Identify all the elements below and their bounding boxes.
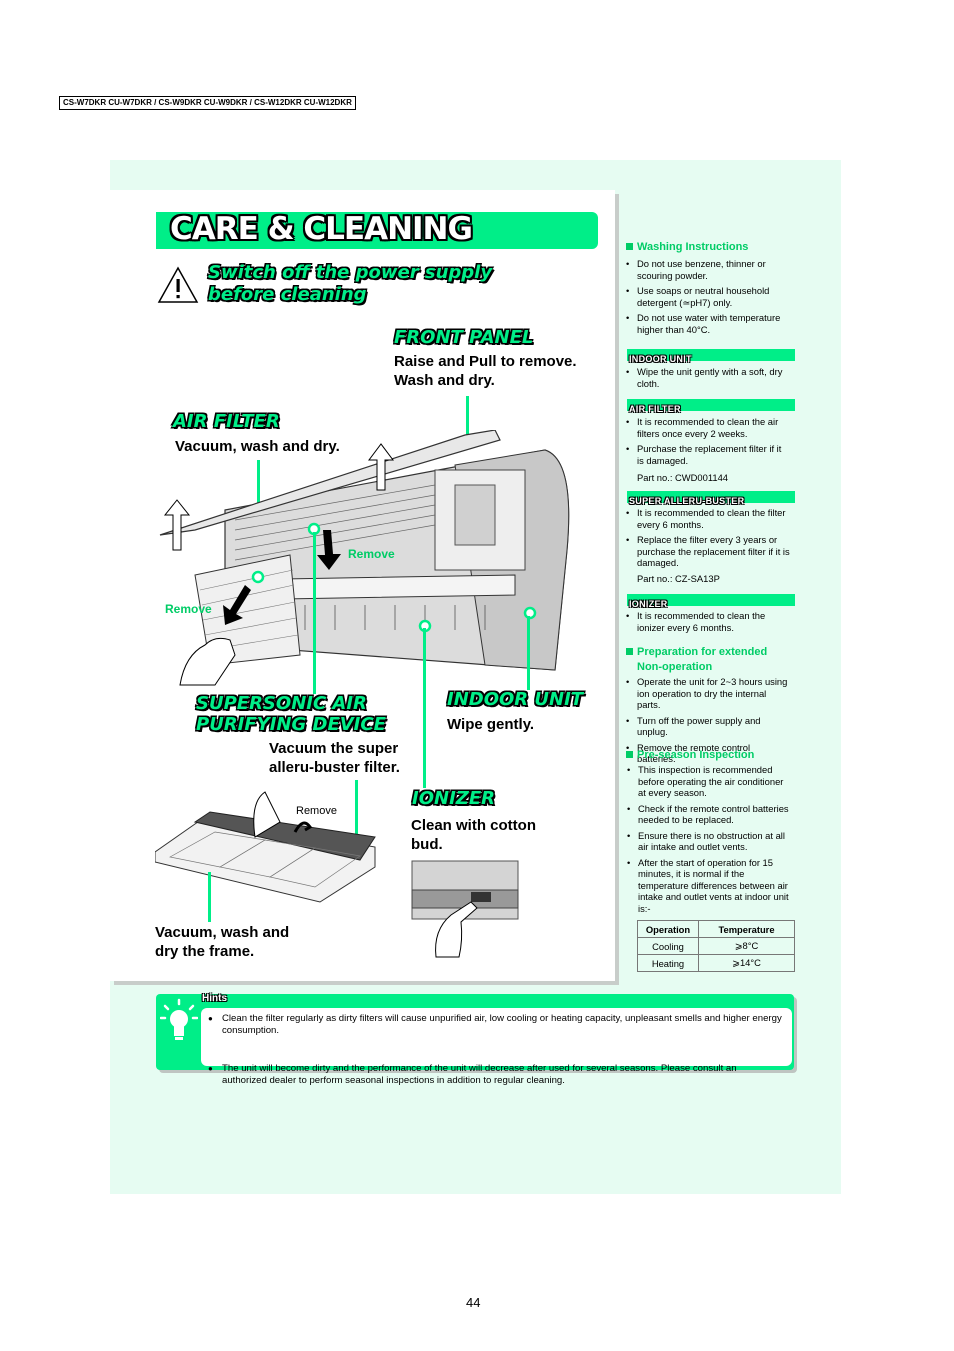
list-item: After the start of operation for 15 minu… <box>625 857 790 915</box>
indoor-unit-title: INDOOR UNIT <box>447 689 584 710</box>
lightbulb-icon <box>160 998 198 1040</box>
indoor-unit-text: Wipe gently. <box>447 716 535 733</box>
preseason-heading: Pre-season Inspection <box>626 748 754 762</box>
air-filter-text: Vacuum, wash and dry. <box>175 438 340 455</box>
table-row: Heating ⩾14°C <box>637 954 795 972</box>
prep-title-line1: Preparation for extended <box>637 646 768 658</box>
ionizer-illustration <box>411 860 519 958</box>
table-row: Cooling ⩾8°C <box>637 937 795 955</box>
prep-list: Operate the unit for 2~3 hours using ion… <box>624 676 790 769</box>
front-panel-line2: Wash and dry. <box>394 372 495 389</box>
indoor-bar-title: INDOOR UNIT <box>629 354 692 364</box>
preseason-list: This inspection is recommended before op… <box>625 764 790 918</box>
list-item: Purchase the replacement filter if it is… <box>624 443 790 466</box>
remove-label-frame: Remove <box>296 805 337 817</box>
warning-line2: before cleaning <box>208 284 367 305</box>
ionizer-list: It is recommended to clean the ionizer e… <box>624 610 790 637</box>
list-item: It is recommended to clean the ionizer e… <box>624 610 790 633</box>
frame-line2: dry the frame. <box>155 943 255 960</box>
ionizer-pointer <box>423 628 426 788</box>
alleru-part-no: Part no.: CZ-SA13P <box>637 573 720 584</box>
ionizer-line2: bud. <box>411 836 443 853</box>
alleru-list: It is recommended to clean the filter ev… <box>624 507 790 573</box>
bullet-square-icon <box>626 243 633 250</box>
list-item: Turn off the power supply and unplug. <box>624 715 790 738</box>
washing-title: Washing Instructions <box>637 241 749 253</box>
purifier-filter-illustration <box>155 791 376 903</box>
ionizer-title: IONIZER <box>412 788 495 809</box>
table-header: Operation <box>637 920 699 938</box>
front-panel-pointer <box>466 396 469 444</box>
filter-part-no: Part no.: CWD001144 <box>637 472 729 483</box>
bullet-square-icon <box>626 648 633 655</box>
frame-pointer <box>208 872 211 922</box>
frame-line1: Vacuum, wash and <box>155 924 290 941</box>
air-filter-title: AIR FILTER <box>173 411 280 432</box>
list-item: Check if the remote control batteries ne… <box>625 803 790 826</box>
warning-line1: Switch off the power supply <box>208 262 493 283</box>
alleru-bar-title: SUPER ALLERU-BUSTER <box>629 496 745 506</box>
page-number: 44 <box>466 1295 481 1310</box>
indoor-list: Wipe the unit gently with a soft, dry cl… <box>624 366 790 393</box>
bullet-square-icon <box>626 751 633 758</box>
temperature-table: Operation Temperature Cooling ⩾8°C Heati… <box>637 920 795 972</box>
alleru-bar: SUPER ALLERU-BUSTER <box>627 491 795 506</box>
list-item: Wipe the unit gently with a soft, dry cl… <box>624 366 790 389</box>
preseason-title: Pre-season Inspection <box>637 749 755 761</box>
filter-bar-title: AIR FILTER <box>629 404 681 414</box>
hints-title: Hints <box>202 993 227 1004</box>
list-item: Operate the unit for 2~3 hours using ion… <box>624 676 790 711</box>
table-cell: Cooling <box>637 937 699 955</box>
filter-list: It is recommended to clean the air filte… <box>624 416 790 470</box>
hint-item: The unit will become dirty and the perfo… <box>208 1063 782 1086</box>
front-panel-line1: Raise and Pull to remove. <box>394 353 577 370</box>
supersonic-filter-pointer <box>355 780 358 850</box>
supersonic-pointer <box>313 532 316 694</box>
supersonic-line2: alleru-buster filter. <box>269 759 400 776</box>
list-item: It is recommended to clean the filter ev… <box>624 507 790 530</box>
remove-label-purifier: Remove <box>348 547 395 561</box>
list-item: Replace the filter every 3 years or purc… <box>624 534 790 569</box>
list-item: Do not use water with temperature higher… <box>624 312 790 335</box>
list-item: Do not use benzene, thinner or scouring … <box>624 258 790 281</box>
list-item: Use soaps or neutral household detergent… <box>624 285 790 308</box>
supersonic-title-line1: SUPERSONIC AIR <box>196 693 367 714</box>
remove-label-filter: Remove <box>165 602 212 616</box>
model-header: CS-W7DKR CU-W7DKR / CS-W9DKR CU-W9DKR / … <box>59 96 356 110</box>
list-item: Ensure there is no obstruction at all ai… <box>625 830 790 853</box>
indoor-unit-pointer <box>527 616 530 690</box>
table-header: Temperature <box>698 920 795 938</box>
ionizer-bar: IONIZER <box>627 594 795 609</box>
supersonic-title-line2: PURIFYING DEVICE <box>196 714 386 735</box>
filter-bar: AIR FILTER <box>627 399 795 414</box>
prep-title-line2: Non-operation <box>637 661 713 673</box>
front-panel-title: FRONT PANEL <box>394 327 534 348</box>
indoor-unit-illustration <box>159 430 570 686</box>
title-bar <box>156 212 598 249</box>
warning-icon <box>157 266 199 303</box>
list-item: Remove the remote control batteries. <box>624 742 790 765</box>
washing-list: Do not use benzene, thinner or scouring … <box>624 258 790 339</box>
ionizer-line1: Clean with cotton <box>411 817 536 834</box>
ionizer-bar-title: IONIZER <box>629 599 668 609</box>
page-title: CARE & CLEANING <box>170 211 473 247</box>
supersonic-line1: Vacuum the super <box>269 740 399 757</box>
prep-heading: Preparation for extended <box>626 645 767 659</box>
table-cell: ⩾14°C <box>698 954 795 972</box>
washing-heading: Washing Instructions <box>626 240 748 254</box>
table-cell: ⩾8°C <box>698 937 795 955</box>
table-header-row: Operation Temperature <box>637 920 795 938</box>
pointer-dots <box>251 522 537 633</box>
list-item: It is recommended to clean the air filte… <box>624 416 790 439</box>
hint-item: Clean the filter regularly as dirty filt… <box>208 1013 782 1036</box>
table-cell: Heating <box>637 954 699 972</box>
list-item: This inspection is recommended before op… <box>625 764 790 799</box>
indoor-bar: INDOOR UNIT <box>627 349 795 364</box>
